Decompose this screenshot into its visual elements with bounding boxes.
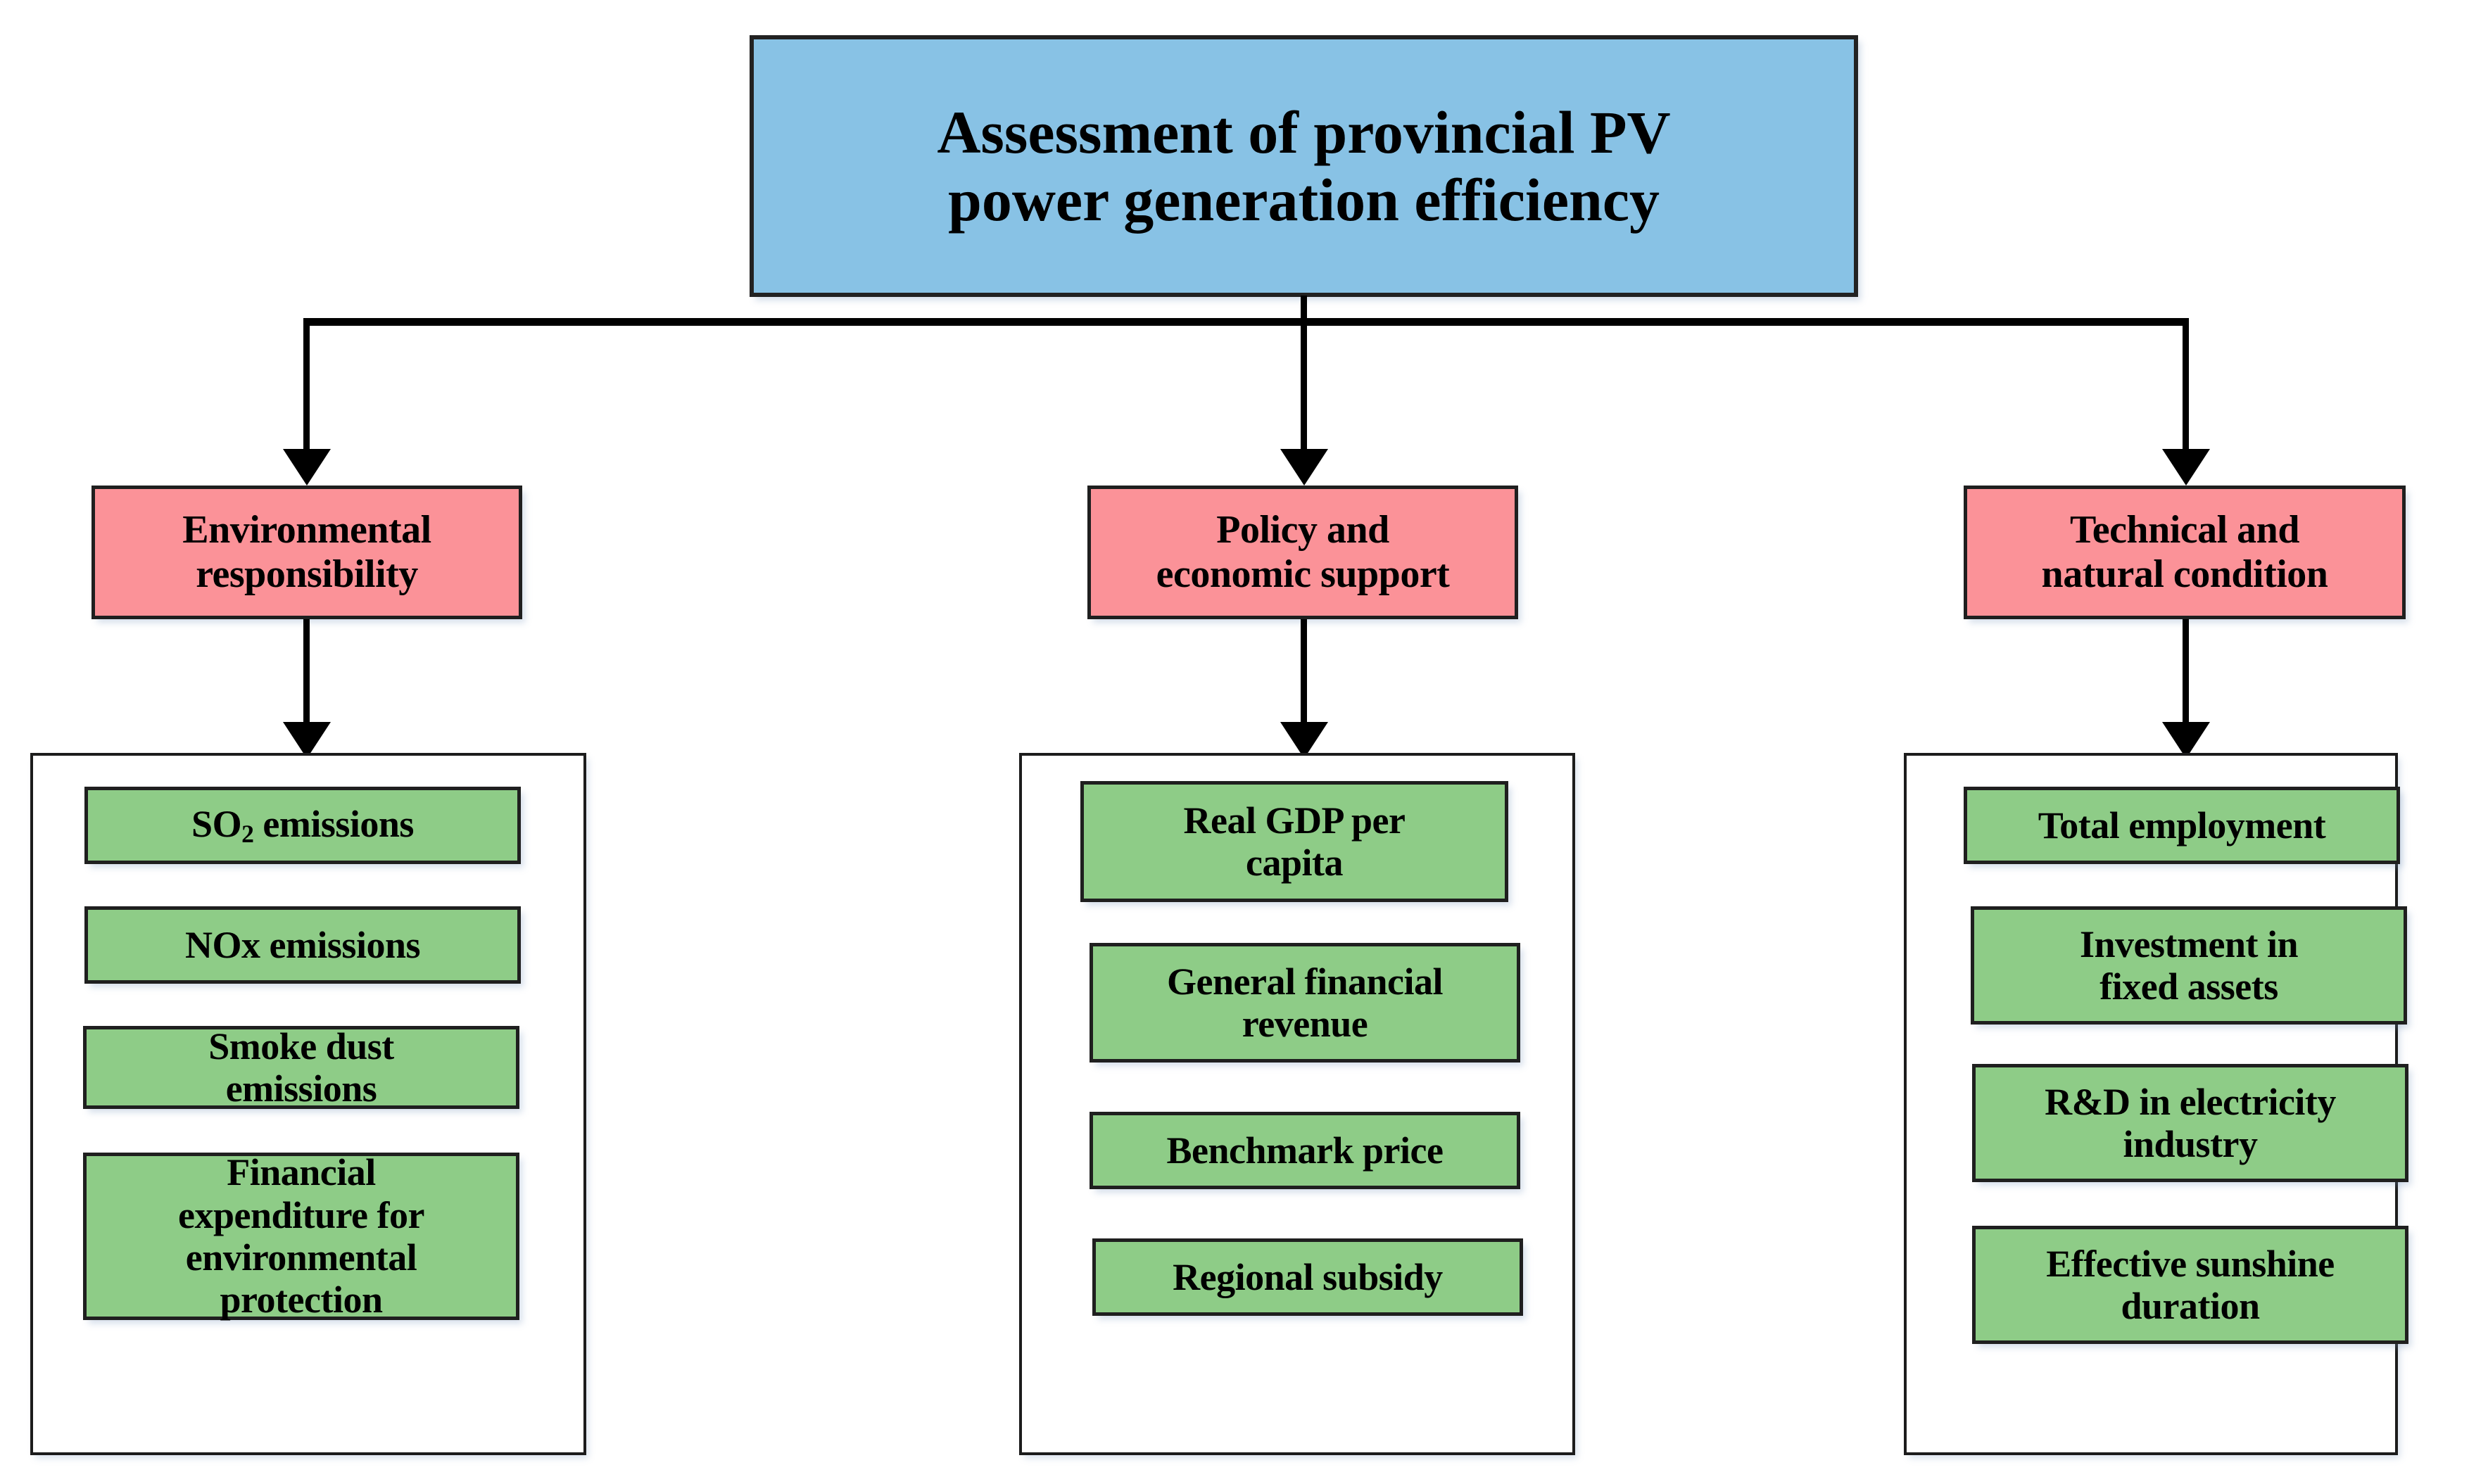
category-3-label-line2: natural condition [2041,552,2328,596]
leaf-node-regional-subsidy: Regional subsidy [1092,1238,1523,1316]
connector-drop-branch-1 [303,318,310,452]
leaf-3-4-label-line1: Effective sunshine [2046,1242,2335,1285]
category-3-label-line1: Technical and [2070,508,2299,552]
root-title-line2: power generation efficiency [947,166,1660,234]
leaf-2-2-label-line1: General financial [1167,960,1443,1003]
leaf-3-3-label-line1: R&D in electricity [2045,1080,2336,1123]
leaf-1-4-label-line4: protection [220,1279,383,1321]
leaf-node-effective-sunshine-duration: Effective sunshine duration [1972,1226,2408,1344]
arrowhead-branch-1-icon [283,449,331,486]
arrowhead-group-3-icon [2162,722,2210,759]
connector-horizontal-bus [303,318,2188,326]
connector-drop-branch-3 [2183,318,2189,452]
leaf-node-total-employment: Total employment [1964,787,2400,864]
leaf-1-3-label-line1: Smoke dust [208,1025,394,1067]
leaf-1-2-label-line1: NOx emissions [184,923,421,966]
leaf-node-nox-emissions: NOx emissions [84,906,521,984]
leaf-node-benchmark-price: Benchmark price [1090,1112,1520,1189]
leaf-2-3-label-line1: Benchmark price [1166,1129,1444,1172]
category-1-label-line2: responsibility [196,552,418,596]
category-node-policy-economic-support: Policy and economic support [1087,486,1518,619]
category-2-label-line1: Policy and [1216,508,1389,552]
root-title-line1: Assessment of provincial PV [937,98,1671,166]
leaf-1-3-label-line2: emissions [225,1067,377,1110]
leaf-3-3-label-line2: industry [2123,1123,2258,1165]
leaf-1-4-label-line3: environmental [185,1236,417,1279]
connector-drop-group-3 [2183,619,2189,725]
category-node-technical-natural-condition: Technical and natural condition [1964,486,2406,619]
category-node-environmental-responsibility: Environmental responsibility [91,486,522,619]
leaf-3-2-label-line2: fixed assets [2099,965,2278,1008]
arrowhead-branch-2-icon [1280,449,1328,486]
connector-drop-branch-2 [1301,318,1307,452]
leaf-node-smoke-dust-emissions: Smoke dust emissions [83,1025,519,1110]
leaf-node-so2-emissions: SO2 emissions [84,787,521,864]
leaf-1-1-label-b: emissions [253,802,414,845]
leaf-node-investment-in-fixed-assets: Investment in fixed assets [1971,906,2407,1025]
connector-root-stem [1301,296,1307,324]
arrowhead-group-2-icon [1280,722,1328,759]
arrowhead-branch-3-icon [2162,449,2210,486]
category-1-label-line1: Environmental [182,508,431,552]
connector-drop-group-1 [303,619,310,725]
arrowhead-group-1-icon [283,722,331,759]
leaf-1-4-label-line1: Financial [227,1151,376,1194]
leaf-2-1-label-line1: Real GDP per [1183,799,1406,842]
leaf-2-1-label-line2: capita [1245,842,1343,884]
leaf-1-1-subscript: 2 [241,819,254,848]
leaf-2-2-label-line2: revenue [1242,1003,1368,1045]
leaf-1-1-label-a: SO [191,802,242,845]
leaf-node-rd-in-electricity-industry: R&D in electricity industry [1972,1064,2408,1182]
leaf-node-general-financial-revenue: General financial revenue [1090,943,1520,1063]
category-2-label-line2: economic support [1156,552,1450,596]
root-node-assessment: Assessment of provincial PV power genera… [750,35,1858,297]
connector-drop-group-2 [1301,619,1307,725]
leaf-node-financial-expenditure-environmental-protection: Financial expenditure for environmental … [83,1151,519,1321]
leaf-2-4-label-line1: Regional subsidy [1173,1255,1443,1298]
leaf-3-1-label-line1: Total employment [2038,804,2326,846]
leaf-node-real-gdp-per-capita: Real GDP per capita [1080,781,1508,902]
leaf-3-2-label-line1: Investment in [2079,922,2299,965]
leaf-1-4-label-line2: expenditure for [178,1193,424,1236]
leaf-3-4-label-line2: duration [2121,1285,2260,1327]
